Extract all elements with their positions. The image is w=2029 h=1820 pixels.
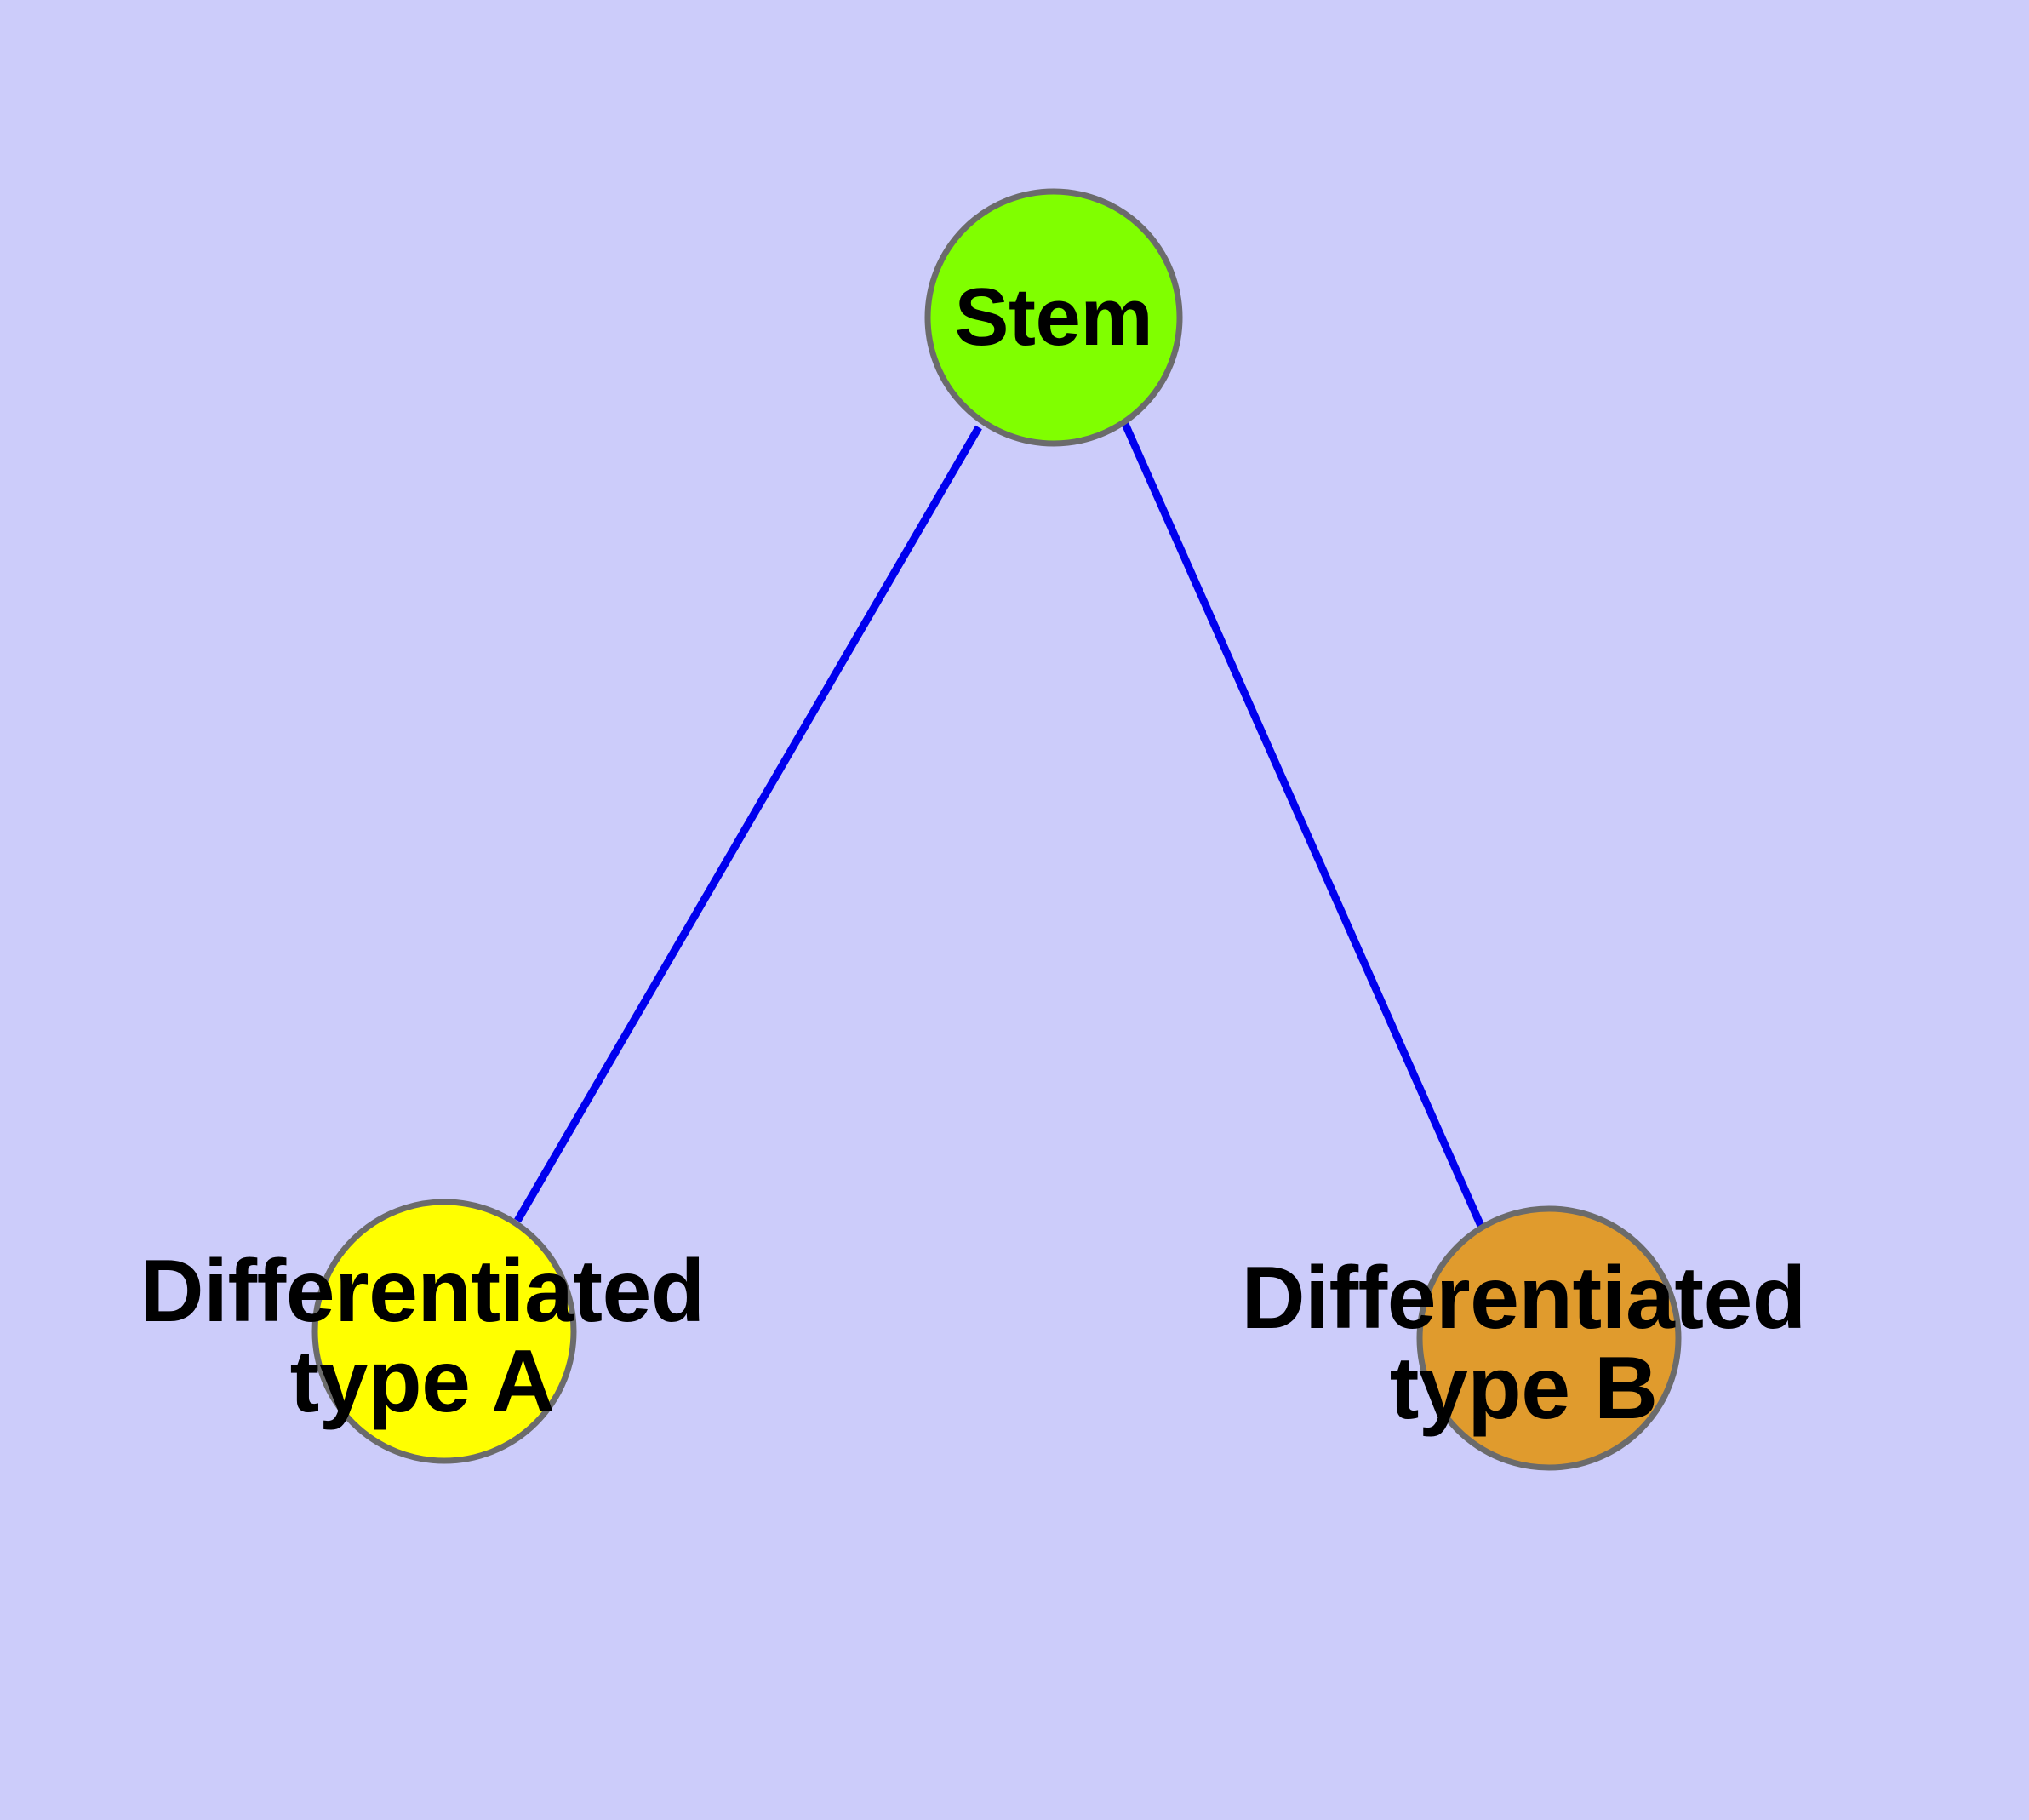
edge-stem-to-diff-b xyxy=(1121,422,1485,1228)
node-diff-a-circle[interactable] xyxy=(311,1199,577,1464)
node-layer xyxy=(311,188,1682,1471)
node-stem-circle[interactable] xyxy=(924,188,1183,447)
node-diff-b-circle[interactable] xyxy=(1416,1205,1682,1471)
edge-layer xyxy=(514,422,1485,1228)
edge-stem-to-diff-a xyxy=(514,425,982,1223)
